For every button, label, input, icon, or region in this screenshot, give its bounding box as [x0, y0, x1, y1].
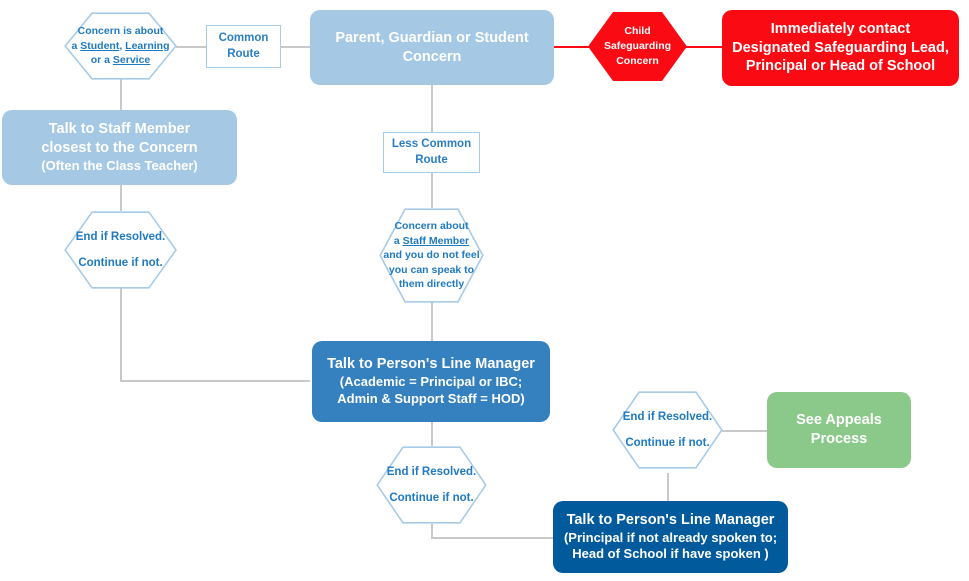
- staff-member-concern-hexagon[interactable]: Concern about a Staff Member and you do …: [379, 208, 484, 303]
- connector-less-common-down: [431, 172, 433, 208]
- safeguarding-label: Child Safeguarding Concern: [588, 12, 687, 81]
- concern-line1: Concern is about: [77, 25, 164, 38]
- safeguarding-hexagon[interactable]: Child Safeguarding Concern: [588, 12, 687, 81]
- see-appeals-box[interactable]: See Appeals Process: [767, 392, 911, 468]
- safeguarding-line1: Child: [624, 25, 651, 38]
- resolved-hexagon-left[interactable]: End if Resolved. Continue if not.: [64, 211, 177, 289]
- concern-service-link[interactable]: Service: [112, 54, 151, 67]
- connector-safeguarding-to-contact: [686, 46, 722, 48]
- concern-line2-prefix: a: [71, 39, 81, 52]
- contact-dsl-line2: Designated Safeguarding Lead,: [732, 39, 949, 56]
- concern-line3-prefix: or a: [90, 54, 113, 67]
- less-common-line1: Less Common: [391, 137, 472, 150]
- line-manager-mid-line3: Admin & Support Staff = HOD): [337, 390, 525, 406]
- contact-dsl-box[interactable]: Immediately contact Designated Safeguard…: [722, 10, 959, 86]
- connector-common-route-to-parent: [281, 46, 310, 48]
- concern-student-link[interactable]: Student: [80, 39, 120, 52]
- connector-darkbox-up: [667, 473, 669, 501]
- hexagon-shape: [64, 12, 177, 80]
- resolved-right-line1: End if Resolved.: [622, 410, 713, 423]
- common-route-line1: Common: [218, 31, 269, 44]
- safeguarding-line3: Concern: [616, 54, 659, 67]
- staff-member-link[interactable]: Staff Member: [402, 234, 470, 247]
- resolved-mid-line2: Continue if not.: [389, 491, 474, 504]
- see-appeals-line2: Process: [810, 431, 868, 447]
- resolved-left-label: End if Resolved. Continue if not.: [64, 211, 177, 289]
- less-common-route-box[interactable]: Less Common Route: [383, 132, 480, 173]
- connector-resolvedmid-right: [431, 537, 555, 539]
- line-manager-dark-line2: (Principal if not already spoken to;: [563, 529, 778, 545]
- hexagon-shape-red: [588, 12, 687, 81]
- line-manager-academic-box[interactable]: Talk to Person's Line Manager (Academic …: [312, 341, 550, 422]
- line-manager-principal-box[interactable]: Talk to Person's Line Manager (Principal…: [553, 501, 788, 573]
- connector-resolvedmid-down: [431, 524, 433, 539]
- contact-dsl-line3: Principal or Head of School: [745, 58, 936, 75]
- line-manager-mid-line1: Talk to Person's Line Manager: [327, 356, 535, 373]
- connector-concern-down: [120, 78, 122, 110]
- resolved-hexagon-right[interactable]: End if Resolved. Continue if not.: [612, 391, 723, 469]
- concern-type-hexagon[interactable]: Concern is about a Student, Learning or …: [64, 12, 177, 80]
- resolved-hexagon-mid[interactable]: End if Resolved. Continue if not.: [376, 446, 487, 524]
- common-route-line2: Route: [227, 47, 260, 60]
- concern-learning-link[interactable]: Learning: [125, 39, 170, 52]
- parent-concern-box[interactable]: Parent, Guardian or Student Concern: [310, 10, 554, 85]
- staffhex-line2-prefix: a: [393, 234, 403, 247]
- connector-parent-down: [431, 85, 433, 132]
- parent-concern-line1: Parent, Guardian or Student: [335, 29, 529, 46]
- resolved-left-line2: Continue if not.: [78, 256, 163, 269]
- resolved-mid-label: End if Resolved. Continue if not.: [376, 446, 487, 524]
- connector-resolvedright-to-appeals: [722, 430, 767, 432]
- concern-line2-sep: ,: [119, 39, 126, 52]
- connector-resolved-left-down: [120, 288, 122, 381]
- common-route-box[interactable]: Common Route: [206, 25, 281, 68]
- connector-resolved-left-right: [120, 380, 310, 382]
- hexagon-shape: [379, 208, 484, 303]
- connector-staffhex-down: [431, 302, 433, 341]
- hexagon-shape: [64, 211, 177, 289]
- line-manager-dark-line3: Head of School if have spoken ): [572, 546, 769, 562]
- staffhex-line1: Concern about: [394, 220, 469, 233]
- line-manager-dark-line1: Talk to Person's Line Manager: [566, 511, 775, 528]
- concern-type-label: Concern is about a Student, Learning or …: [64, 12, 177, 80]
- line-manager-mid-line2: (Academic = Principal or IBC;: [339, 374, 523, 390]
- talk-staff-line1: Talk to Staff Member: [48, 121, 191, 138]
- staffhex-line5: them directly: [398, 278, 465, 291]
- connector-concern-to-common-route: [176, 46, 206, 48]
- hexagon-shape: [376, 446, 487, 524]
- see-appeals-line1: See Appeals: [796, 412, 882, 429]
- staffhex-line3: and you do not feel: [383, 249, 480, 262]
- safeguarding-line2: Safeguarding: [603, 40, 672, 53]
- connector-midlm-down: [431, 422, 433, 446]
- staff-member-concern-label: Concern about a Staff Member and you do …: [379, 208, 484, 303]
- resolved-mid-line1: End if Resolved.: [386, 465, 477, 478]
- parent-concern-line2: Concern: [402, 48, 462, 65]
- talk-staff-member-box[interactable]: Talk to Staff Member closest to the Conc…: [2, 110, 237, 185]
- resolved-left-line1: End if Resolved.: [75, 230, 166, 243]
- resolved-right-label: End if Resolved. Continue if not.: [612, 391, 723, 469]
- contact-dsl-line1: Immediately contact: [770, 20, 911, 37]
- less-common-line2: Route: [415, 153, 448, 166]
- resolved-right-line2: Continue if not.: [625, 436, 710, 449]
- connector-parent-to-safeguarding: [554, 46, 590, 48]
- connector-staff-to-resolved: [120, 185, 122, 211]
- talk-staff-line3: (Often the Class Teacher): [41, 157, 198, 173]
- hexagon-shape: [612, 391, 723, 469]
- talk-staff-line2: closest to the Concern: [41, 140, 198, 157]
- staffhex-line4: you can speak to: [388, 263, 475, 276]
